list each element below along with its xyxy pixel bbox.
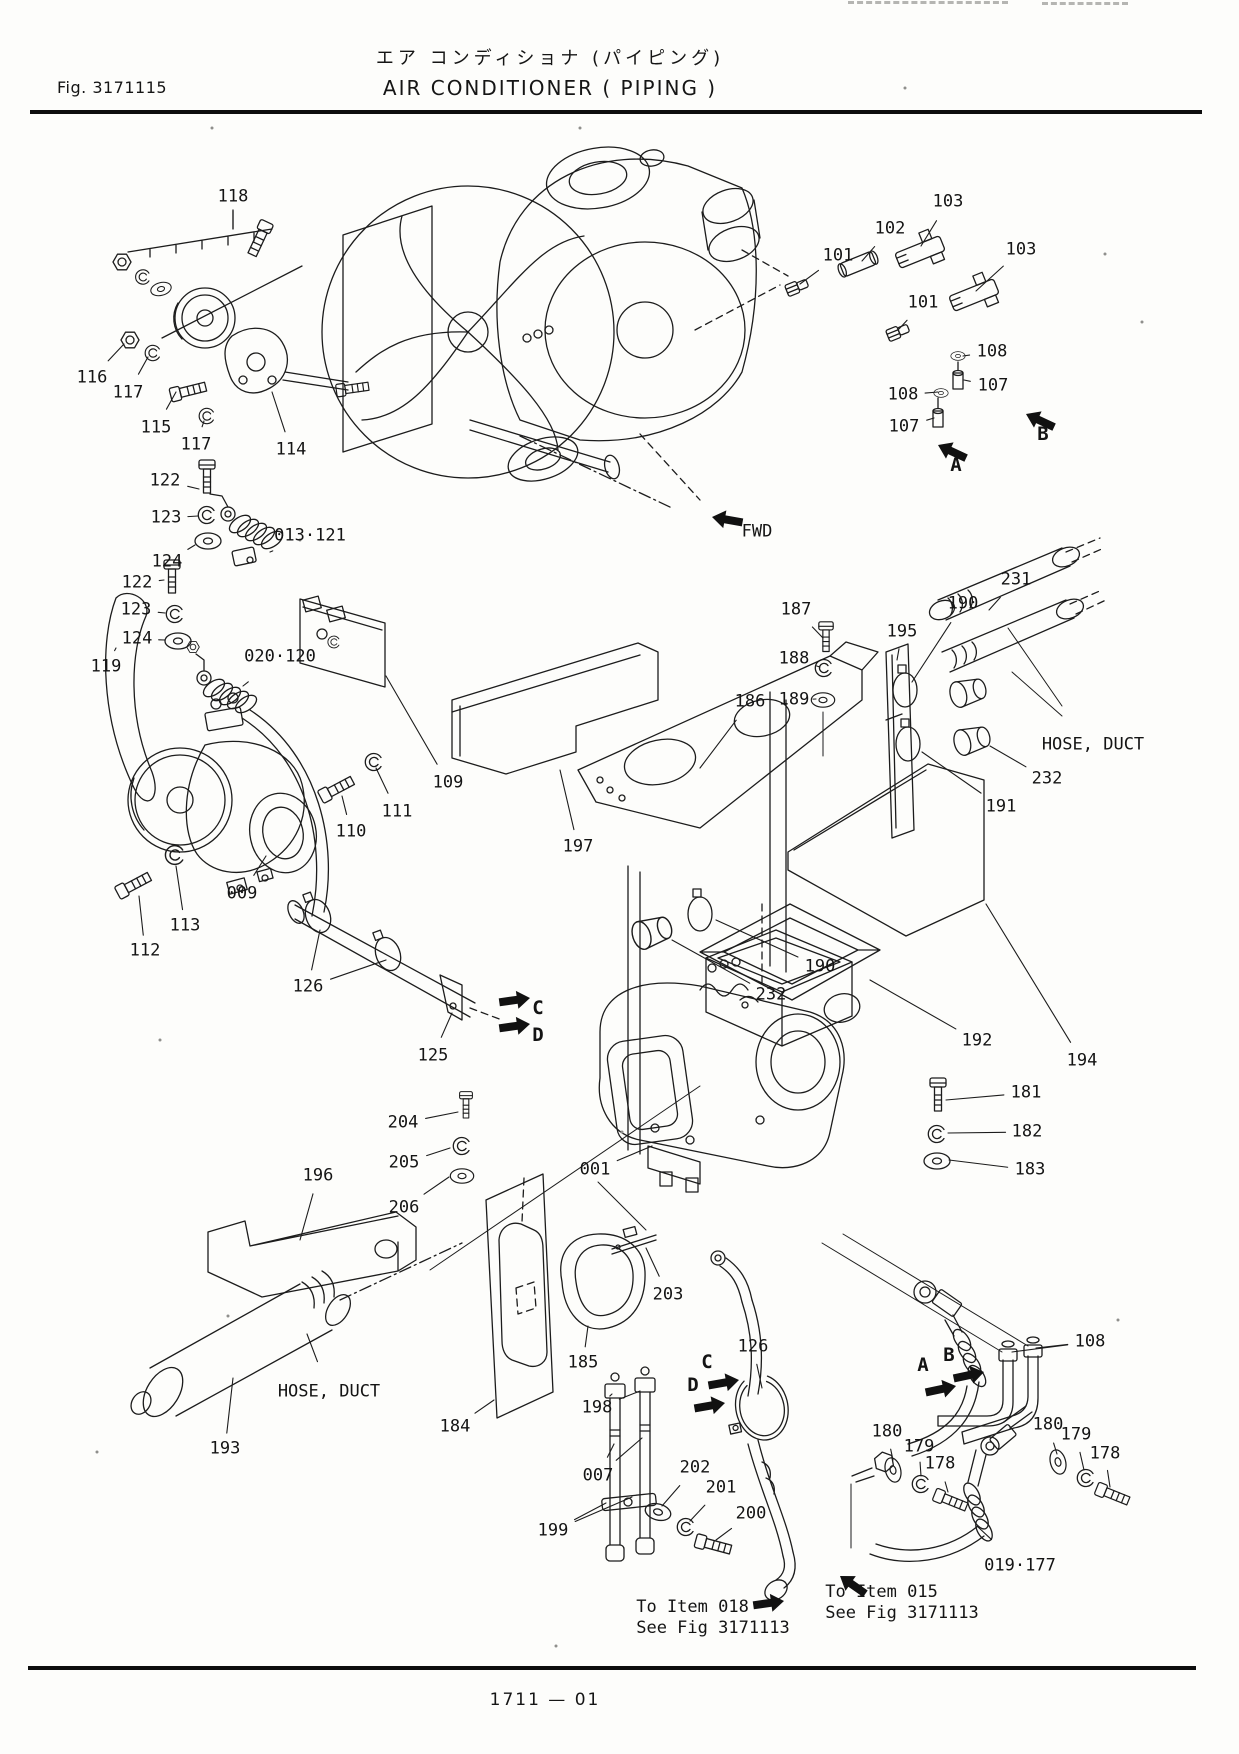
- callout-013-121: 013·121: [274, 525, 346, 546]
- callout-197: 197: [562, 836, 594, 857]
- callout-001: 001: [579, 1159, 611, 1180]
- callout-180: 180: [1032, 1414, 1064, 1435]
- callout-103: 103: [932, 191, 964, 212]
- callout-117: 117: [112, 382, 144, 403]
- callout-232: 232: [755, 984, 787, 1005]
- callout-124: 124: [151, 551, 183, 572]
- callout-191: 191: [985, 796, 1017, 817]
- page-title-japanese: エア コンディショナ (パイピング): [375, 48, 725, 69]
- callout-206: 206: [388, 1197, 420, 1218]
- callout-019-177: 019·177: [984, 1555, 1056, 1576]
- callout-009: 009: [226, 883, 258, 904]
- callout-007: 007: [582, 1465, 614, 1486]
- callout-112: 112: [129, 940, 161, 961]
- callout-201: 201: [705, 1477, 737, 1498]
- callout-113: 113: [169, 915, 201, 936]
- callout-196: 196: [302, 1165, 334, 1186]
- callout-hose-duct: HOSE, DUCT: [277, 1381, 381, 1402]
- callout-198: 198: [581, 1397, 613, 1418]
- callout-180: 180: [871, 1421, 903, 1442]
- callout-d: D: [532, 1024, 544, 1047]
- figure-number: Fig. 3171115: [57, 78, 168, 97]
- leader-lines: [107, 210, 1111, 1541]
- callout-232: 232: [1031, 768, 1063, 789]
- callout-183: 183: [1014, 1159, 1046, 1180]
- callout-190: 190: [947, 593, 979, 614]
- callout-116: 116: [76, 367, 108, 388]
- callout-195: 195: [886, 621, 918, 642]
- callout-102: 102: [874, 218, 906, 239]
- callout-b: B: [1037, 423, 1049, 446]
- callout-107: 107: [888, 416, 920, 437]
- callout-c: C: [701, 1351, 713, 1374]
- callout-to-item-015-see-fig-3171113: To Item 015 See Fig 3171113: [825, 1581, 979, 1623]
- callout-186: 186: [734, 691, 766, 712]
- callout-187: 187: [780, 599, 812, 620]
- callout-179: 179: [903, 1436, 935, 1457]
- scan-noise-mark: [848, 1, 1008, 4]
- callout-107: 107: [977, 375, 1009, 396]
- callout-200: 200: [735, 1503, 767, 1524]
- callout-122: 122: [121, 572, 153, 593]
- callout-193: 193: [209, 1438, 241, 1459]
- callout-190: 190: [804, 956, 836, 977]
- callout-231: 231: [1000, 569, 1032, 590]
- callout-108: 108: [976, 341, 1008, 362]
- callout-111: 111: [381, 801, 413, 822]
- callout-178: 178: [1089, 1443, 1121, 1464]
- callout-202: 202: [679, 1457, 711, 1478]
- callout-117: 117: [180, 434, 212, 455]
- callout-179: 179: [1060, 1424, 1092, 1445]
- callout-fwd: FWD: [741, 521, 773, 542]
- callout-119: 119: [90, 656, 122, 677]
- callout-178: 178: [924, 1453, 956, 1474]
- callout-185: 185: [567, 1352, 599, 1373]
- callout-125: 125: [417, 1045, 449, 1066]
- callout-103: 103: [1005, 239, 1037, 260]
- callout-188: 188: [778, 648, 810, 669]
- callout-182: 182: [1011, 1121, 1043, 1142]
- callout-181: 181: [1010, 1082, 1042, 1103]
- callout-123: 123: [150, 507, 182, 528]
- page-title-english: AIR CONDITIONER ( PIPING ): [382, 76, 718, 100]
- callout-123: 123: [120, 599, 152, 620]
- callout-126: 126: [737, 1336, 769, 1357]
- callout-a: A: [917, 1354, 929, 1377]
- callout-203: 203: [652, 1284, 684, 1305]
- callout-118: 118: [217, 186, 249, 207]
- callout-124: 124: [121, 628, 153, 649]
- callout-a: A: [950, 454, 962, 477]
- callout-192: 192: [961, 1030, 993, 1051]
- callout-b: B: [943, 1344, 955, 1367]
- callout-020-120: 020·120: [244, 646, 316, 667]
- callout-126: 126: [292, 976, 324, 997]
- callout-110: 110: [335, 821, 367, 842]
- callout-114: 114: [275, 439, 307, 460]
- callout-108: 108: [887, 384, 919, 405]
- footer-rule: [28, 1666, 1196, 1670]
- callout-to-item-018-see-fig-3171113: To Item 018 See Fig 3171113: [636, 1596, 790, 1638]
- scan-noise-mark: [1042, 2, 1128, 5]
- page-code: 1711 — 01: [489, 1690, 601, 1710]
- callout-101: 101: [822, 245, 854, 266]
- callout-d: D: [687, 1374, 699, 1397]
- callout-108: 108: [1074, 1331, 1106, 1352]
- callout-194: 194: [1066, 1050, 1098, 1071]
- callout-hose-duct: HOSE, DUCT: [1041, 734, 1145, 755]
- callout-205: 205: [388, 1152, 420, 1173]
- callout-189: 189: [778, 689, 810, 710]
- callout-184: 184: [439, 1416, 471, 1437]
- callout-199: 199: [537, 1520, 569, 1541]
- callout-204: 204: [387, 1112, 419, 1133]
- callout-c: C: [532, 997, 544, 1020]
- callout-115: 115: [140, 417, 172, 438]
- callout-101: 101: [907, 292, 939, 313]
- callout-109: 109: [432, 772, 464, 793]
- callout-122: 122: [149, 470, 181, 491]
- header-rule: [30, 110, 1202, 114]
